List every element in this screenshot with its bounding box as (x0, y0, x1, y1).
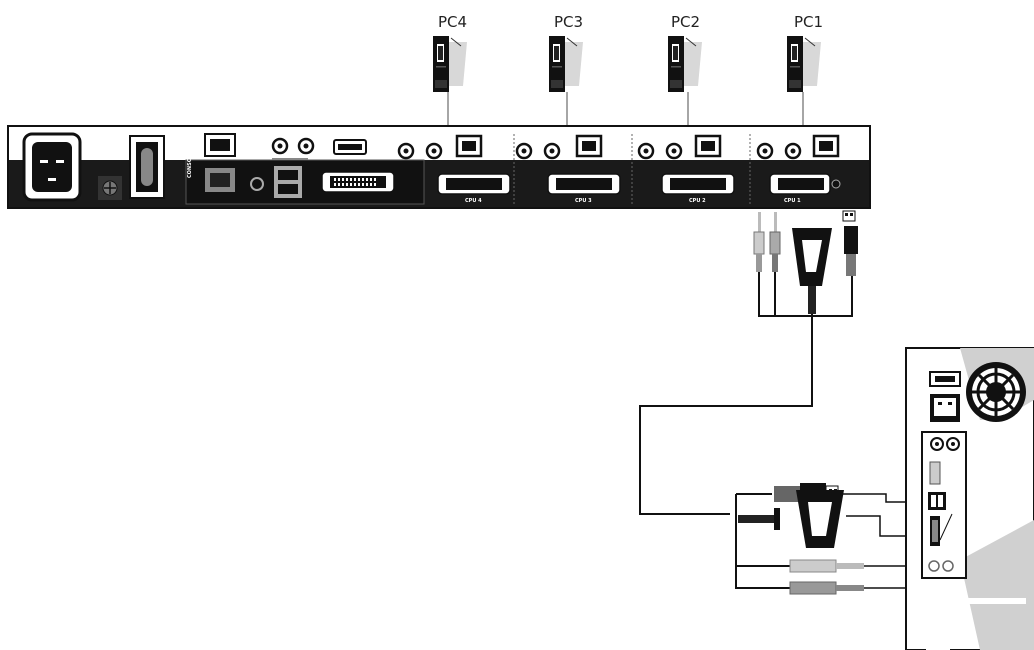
cpu4-port-group: CPU 4 (397, 134, 511, 204)
cpu2-label: CPU 2 (689, 198, 706, 204)
pc4-label: PC4 (438, 13, 467, 31)
power-switch (129, 135, 165, 199)
target-computer-rear (905, 347, 1034, 650)
console-section: CONSOLE (185, 133, 425, 205)
power-inlet (22, 132, 82, 202)
pc-to-switch-cables (447, 92, 804, 130)
pc1-label: PC1 (794, 13, 823, 31)
ground-screw (98, 176, 122, 200)
console-label: CONSOLE (187, 151, 193, 178)
pc3-icon (548, 35, 584, 93)
cpu1-port-group: CPU 1 (756, 134, 841, 204)
cpu4-label: CPU 4 (465, 198, 482, 204)
cable-bundle-bottom (735, 483, 948, 595)
cpu2-port-group: CPU 2 (637, 134, 735, 204)
pc3-label: PC3 (554, 13, 583, 31)
cable-bundle-top (639, 210, 858, 515)
pc2-label: PC2 (671, 13, 700, 31)
cpu1-label: CPU 1 (784, 198, 801, 204)
pc2-icon (667, 35, 703, 93)
pc1-icon (786, 35, 822, 93)
pc4-icon (432, 35, 468, 93)
kvm-switch-rear-panel: CONSOLE (7, 125, 871, 209)
cpu3-label: CPU 3 (575, 198, 592, 204)
cpu3-port-group: CPU 3 (515, 134, 621, 204)
